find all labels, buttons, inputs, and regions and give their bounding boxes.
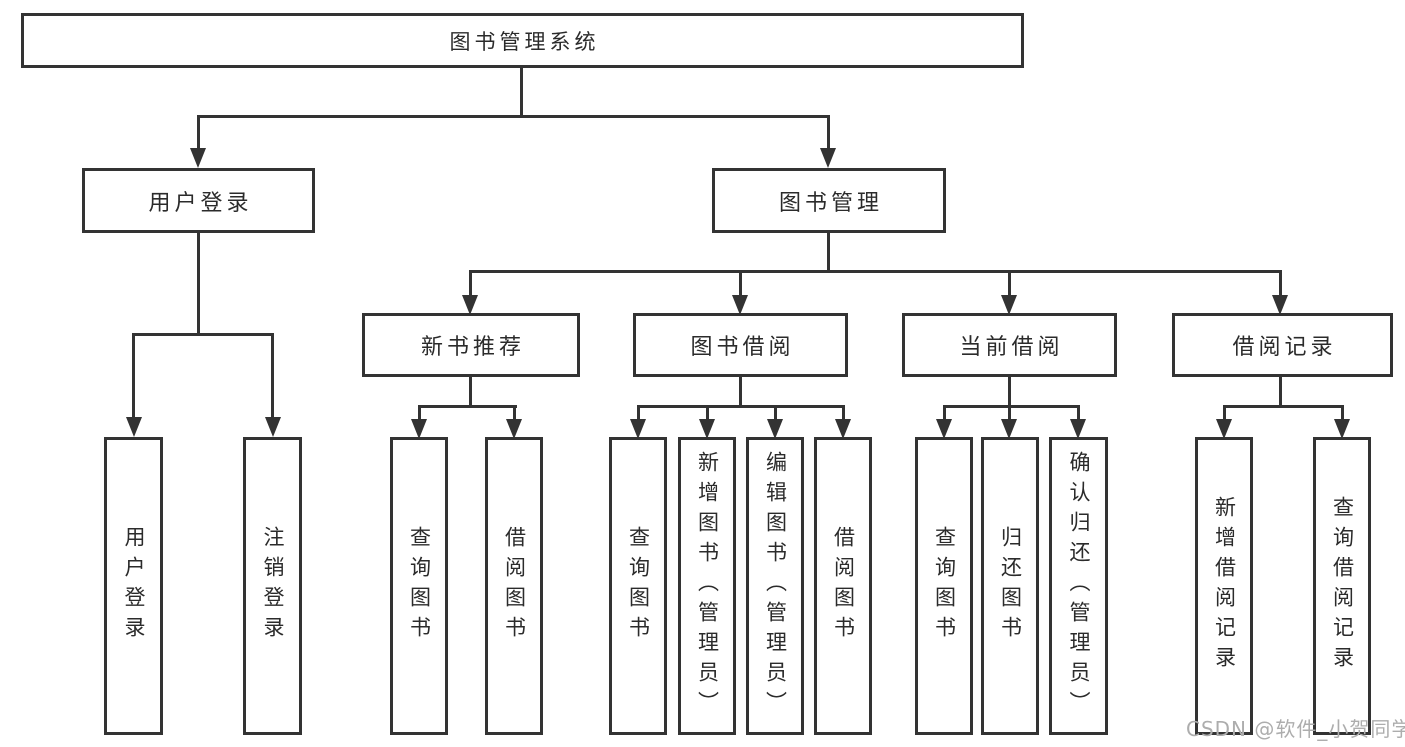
node-label: 查询图书: [932, 526, 957, 646]
connector-leaf-drop: [1008, 405, 1011, 421]
node-label: 当前借阅: [959, 335, 1064, 360]
node-current-borrow: 当前借阅: [902, 313, 1117, 377]
node-label: 用户登录: [122, 526, 147, 646]
connector-book-borrow-hline: [637, 405, 845, 408]
arrowhead-down-icon: [835, 419, 851, 439]
node-label: 借阅记录: [1232, 335, 1337, 360]
connector-current-borrow-hline: [943, 405, 1080, 408]
node-label: 新书推荐: [420, 335, 525, 360]
node-label: 新增借阅记录: [1212, 496, 1237, 676]
leaf-current-query: 查询图书: [915, 437, 973, 735]
connector-leaf-drop: [132, 333, 135, 418]
connector-leaf-drop: [513, 405, 516, 421]
connector-leaf-drop: [418, 405, 421, 421]
node-label: 图书管理: [778, 190, 883, 216]
node-label: 图书借阅: [690, 335, 795, 360]
arrowhead-down-icon: [1001, 419, 1017, 439]
node-label: 借阅图书: [831, 526, 856, 646]
connector-new-books-hline: [418, 405, 517, 408]
arrowhead-down-icon: [732, 295, 748, 315]
node-label: 借阅图书: [502, 526, 527, 646]
arrowhead-down-icon: [699, 419, 715, 439]
arrowhead-down-icon: [1001, 295, 1017, 315]
arrowhead-down-icon: [630, 419, 646, 439]
arrowhead-down-icon: [1334, 419, 1350, 439]
arrowhead-down-icon: [126, 417, 142, 437]
connector-user-login-stub: [197, 231, 200, 335]
connector-l3-drop: [1279, 270, 1282, 296]
leaf-current-return: 归还图书: [981, 437, 1039, 735]
arrowhead-down-icon: [265, 417, 281, 437]
leaf-current-confirm-admin: 确认归还（管理员）: [1049, 437, 1108, 735]
node-label: 查询图书: [407, 526, 432, 646]
leaf-borrow-borrow: 借阅图书: [814, 437, 872, 735]
connector-leaf-drop: [271, 333, 274, 418]
node-new-book-recommend: 新书推荐: [362, 313, 580, 377]
leaf-logout: 注销登录: [243, 437, 302, 735]
node-label: 归还图书: [998, 526, 1023, 646]
node-label: 图书管理系统: [449, 29, 600, 54]
connector-leaf-drop: [1077, 405, 1080, 421]
connector-l3-drop: [739, 270, 742, 296]
connector-leaf-drop: [943, 405, 946, 421]
arrowhead-down-icon: [1272, 295, 1288, 315]
arrowhead-down-icon: [820, 148, 836, 168]
arrowhead-down-icon: [411, 419, 427, 439]
node-label: 新增图书（管理员）: [695, 451, 720, 721]
node-label: 确认归还（管理员）: [1067, 451, 1092, 721]
connector-book-borrow-stub: [739, 374, 742, 407]
node-book-borrow: 图书借阅: [633, 313, 848, 377]
connector-user-login-drop: [197, 115, 200, 150]
connector-book-mgmt-hline: [469, 270, 1282, 273]
connector-book-mgmt-drop: [827, 115, 830, 150]
connector-leaf-drop: [637, 405, 640, 421]
connector-leaf-drop: [1223, 405, 1226, 421]
arrowhead-down-icon: [936, 419, 952, 439]
connector-user-login-hline: [132, 333, 274, 336]
arrowhead-down-icon: [767, 419, 783, 439]
connector-new-books-stub: [469, 375, 472, 407]
leaf-borrow-edit-admin: 编辑图书（管理员）: [746, 437, 804, 735]
leaf-records-query: 查询借阅记录: [1313, 437, 1371, 735]
leaf-new-books-query: 查询图书: [390, 437, 448, 735]
connector-root-stub: [520, 66, 523, 118]
arrowhead-down-icon: [506, 419, 522, 439]
connector-leaf-drop: [842, 405, 845, 421]
connector-current-borrow-stub: [1008, 374, 1011, 407]
arrowhead-down-icon: [190, 148, 206, 168]
csdn-watermark: CSDN @软件_小贺同学: [1186, 717, 1405, 741]
connector-l3-drop: [469, 270, 472, 296]
connector-leaf-drop: [706, 405, 709, 421]
leaf-user-login: 用户登录: [104, 437, 163, 735]
node-user-login: 用户登录: [82, 168, 315, 233]
leaf-new-books-borrow: 借阅图书: [485, 437, 543, 735]
arrowhead-down-icon: [1070, 419, 1086, 439]
connector-leaf-drop: [774, 405, 777, 421]
connector-l3-drop: [1008, 270, 1011, 296]
node-book-management-system: 图书管理系统: [21, 13, 1024, 68]
node-borrow-records: 借阅记录: [1172, 313, 1393, 377]
connector-records-stub: [1279, 374, 1282, 407]
node-label: 编辑图书（管理员）: [763, 451, 788, 721]
leaf-borrow-query: 查询图书: [609, 437, 667, 735]
connector-root-hline: [197, 115, 830, 118]
connector-book-mgmt-stub: [827, 231, 830, 273]
node-label: 查询图书: [626, 526, 651, 646]
connector-records-hline: [1223, 405, 1344, 408]
leaf-records-add: 新增借阅记录: [1195, 437, 1253, 735]
node-label: 查询借阅记录: [1330, 496, 1355, 676]
leaf-borrow-add-admin: 新增图书（管理员）: [678, 437, 736, 735]
connector-leaf-drop: [1341, 405, 1344, 421]
node-label: 注销登录: [261, 526, 286, 646]
node-label: 用户登录: [148, 190, 253, 216]
node-book-management: 图书管理: [712, 168, 946, 233]
arrowhead-down-icon: [1216, 419, 1232, 439]
arrowhead-down-icon: [462, 295, 478, 315]
